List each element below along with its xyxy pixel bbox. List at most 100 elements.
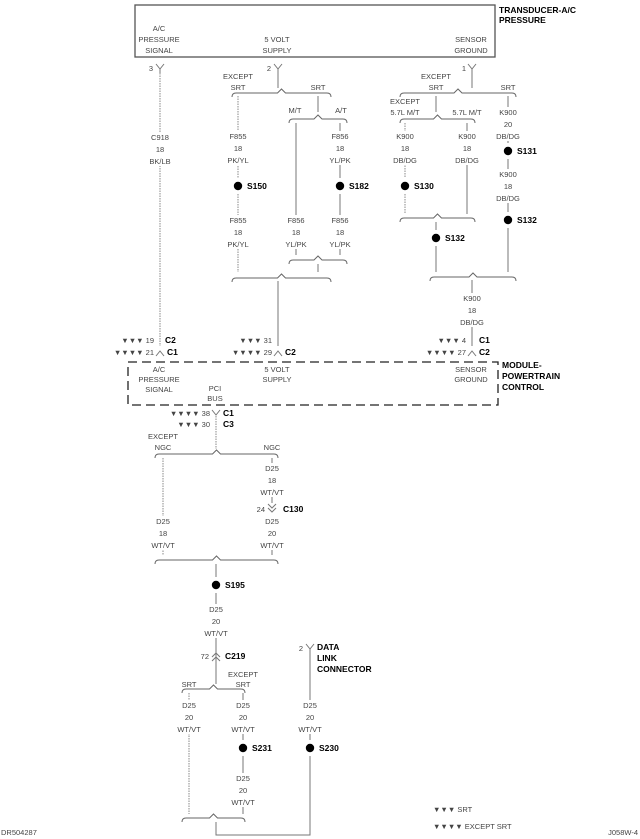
transducer-title: PRESSURE: [499, 15, 546, 25]
legend-except-srt: ▼▼▼▼ EXCEPT SRT: [433, 822, 512, 831]
transducer-title: TRANSDUCER-A/C: [499, 5, 576, 15]
wire-code: K900: [499, 170, 517, 179]
wire-label-bg: [229, 773, 257, 807]
connector-id: C2: [285, 347, 296, 357]
splice-label: S131: [517, 146, 537, 156]
cavity-number: 3: [149, 64, 153, 73]
pin-label: SIGNAL: [145, 385, 173, 394]
wire-label-bg: [146, 132, 174, 166]
wire-gauge: 20: [239, 786, 247, 795]
splice-dot-icon: [211, 580, 221, 590]
branch-label: SRT: [311, 83, 326, 92]
wire-color: YL/PK: [329, 156, 350, 165]
connector-id: C1: [167, 347, 178, 357]
wire-gauge: 18: [336, 228, 344, 237]
connector-cavity: ▼▼▼▼ 29: [232, 348, 272, 357]
splice-dot-icon: [335, 181, 345, 191]
wire-code: D25: [236, 701, 250, 710]
wire-color: WT/VT: [298, 725, 322, 734]
splice-label: S195: [225, 580, 245, 590]
branch-label: NGC: [155, 443, 172, 452]
pin-label: GROUND: [454, 46, 488, 55]
wire-color: DB/DG: [455, 156, 479, 165]
wire-label-bg: [326, 215, 354, 249]
connector-id: C130: [283, 504, 304, 514]
wire-gauge: 18: [401, 144, 409, 153]
wire-color: YL/PK: [329, 240, 350, 249]
wire-label-bg: [494, 169, 522, 203]
branch-bracket: [154, 449, 279, 459]
module-box: [127, 361, 499, 406]
branch-label: SRT: [182, 680, 197, 689]
branch-bracket: [231, 88, 332, 98]
branch-label: M/T: [289, 106, 302, 115]
wire-code: D25: [265, 464, 279, 473]
wire-gauge: 20: [212, 617, 220, 626]
wire-color: WT/VT: [260, 488, 284, 497]
branch-bracket: [288, 255, 348, 265]
branch-label: SRT: [231, 83, 246, 92]
connector-cavity: 24: [257, 505, 265, 514]
connector-id: C2: [165, 335, 176, 345]
wire-gauge: 20: [306, 713, 314, 722]
branch-bracket: [181, 813, 246, 823]
dlc-title: DATA: [317, 642, 339, 652]
pin-label: A/C: [153, 24, 166, 33]
transducer-box: [134, 4, 496, 58]
branch-label: 5.7L M/T: [452, 108, 482, 117]
branch-label: EXCEPT: [421, 72, 451, 81]
pin-label: GROUND: [454, 375, 488, 384]
wire-gauge: 18: [268, 476, 276, 485]
splice-label: S130: [414, 181, 434, 191]
splice-dot-icon: [503, 146, 513, 156]
wire-code: F856: [331, 216, 348, 225]
wire-gauge: 18: [234, 144, 242, 153]
wire-code: F855: [229, 216, 246, 225]
branch-brackets: [154, 88, 517, 823]
connector-cavity: ▼▼▼ 31: [239, 336, 272, 345]
branch-label: EXCEPT: [390, 97, 420, 106]
wire-label-bg: [224, 215, 252, 249]
splice-dot-icon: [233, 181, 243, 191]
splice-label: S230: [319, 743, 339, 753]
module-title: CONTROL: [502, 382, 544, 392]
pin-label: SUPPLY: [262, 375, 291, 384]
branch-label: A/T: [335, 106, 347, 115]
wire-label-bg: [458, 293, 486, 327]
connector-id: C1: [479, 335, 490, 345]
wire-code: D25: [303, 701, 317, 710]
pin-label: BUS: [207, 394, 222, 403]
wire-color: WT/VT: [204, 629, 228, 638]
wire-gauge: 18: [336, 144, 344, 153]
connector-cavity: ▼▼▼ 4: [437, 336, 466, 345]
wire-color: WT/VT: [231, 798, 255, 807]
pin-label: 5 VOLT: [264, 365, 290, 374]
branch-label: NGC: [264, 443, 281, 452]
connector-cavity: ▼▼▼ 19: [121, 336, 154, 345]
wire-label-bg: [326, 131, 354, 165]
wire-labels: C91818BK/LBF85518PK/YLF85518PK/YLF85618Y…: [146, 107, 522, 807]
wire-gauge: 20: [185, 713, 193, 722]
wire-code: F856: [287, 216, 304, 225]
wire-code: K900: [458, 132, 476, 141]
wire-label-bg: [494, 107, 522, 141]
splice-label: S132: [445, 233, 465, 243]
wire-color: WT/VT: [260, 541, 284, 550]
branch-label: EXCEPT: [148, 432, 178, 441]
branch-label: SRT: [501, 83, 516, 92]
wire-label-bg: [296, 700, 324, 734]
branch-label: EXCEPT: [228, 670, 258, 679]
module-title: MODULE-: [502, 360, 542, 370]
wire-gauge: 18: [463, 144, 471, 153]
branch-label: EXCEPT: [223, 72, 253, 81]
connector-id: C2: [479, 347, 490, 357]
pin-label: A/C: [153, 365, 166, 374]
connector-id: C3: [223, 419, 234, 429]
pin-label: PRESSURE: [138, 375, 179, 384]
pin-label: SENSOR: [455, 35, 487, 44]
wire-color: DB/DG: [496, 132, 520, 141]
pin-label: PRESSURE: [138, 35, 179, 44]
wire-label-bg: [258, 516, 286, 550]
